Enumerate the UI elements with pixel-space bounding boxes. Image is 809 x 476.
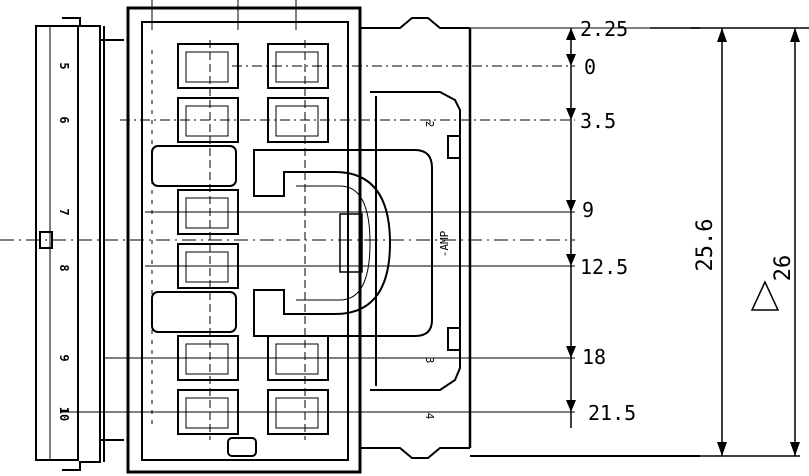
- housing-outline: [126, 6, 700, 474]
- overall-height-outer-label: 26: [771, 255, 796, 282]
- left-flange: [35, 17, 124, 471]
- offset-label-12-5: 12.5: [580, 255, 628, 279]
- offset-label-0: 0: [584, 55, 596, 79]
- offset-label-9: 9: [582, 198, 594, 222]
- latch-boss-lower: [151, 291, 237, 333]
- pin-label-5: 5: [57, 62, 71, 69]
- latch-boss-upper: [151, 145, 237, 187]
- locking-latch: [253, 149, 433, 337]
- offset-label-2-25: 2.25: [580, 17, 628, 41]
- cavities-right-column: [267, 43, 329, 435]
- overall-height-inner-label: 25.6: [693, 219, 718, 272]
- pin-label-7: 7: [57, 208, 71, 215]
- pin-numbers-left: 5 6 7 8 9 10: [57, 62, 71, 421]
- pin-label-2: 2: [423, 121, 436, 128]
- pin-label-6: 6: [57, 116, 71, 123]
- dimension-arrows: [566, 28, 800, 456]
- polarizing-key: [227, 437, 257, 457]
- offset-labels: 2.25 0 3.5 9 12.5 18 21.5: [580, 17, 636, 425]
- pin-numbers-inner: 2 3 4: [423, 121, 436, 420]
- pin-label-4: 4: [423, 413, 436, 420]
- amp-brand-mark: -AMP: [438, 230, 451, 257]
- offset-label-18: 18: [582, 345, 606, 369]
- cavities-left-column: [177, 43, 239, 435]
- offset-label-3-5: 3.5: [580, 109, 616, 133]
- pin-label-10: 10: [57, 407, 71, 421]
- pin-label-9: 9: [57, 354, 71, 361]
- offset-dimension-chain: [570, 27, 800, 457]
- offset-label-21-5: 21.5: [588, 401, 636, 425]
- pin-label-8: 8: [57, 264, 71, 271]
- dimension-lines: [0, 0, 660, 440]
- datum-triangle-icon: [750, 280, 780, 311]
- pin-label-3: 3: [423, 357, 436, 364]
